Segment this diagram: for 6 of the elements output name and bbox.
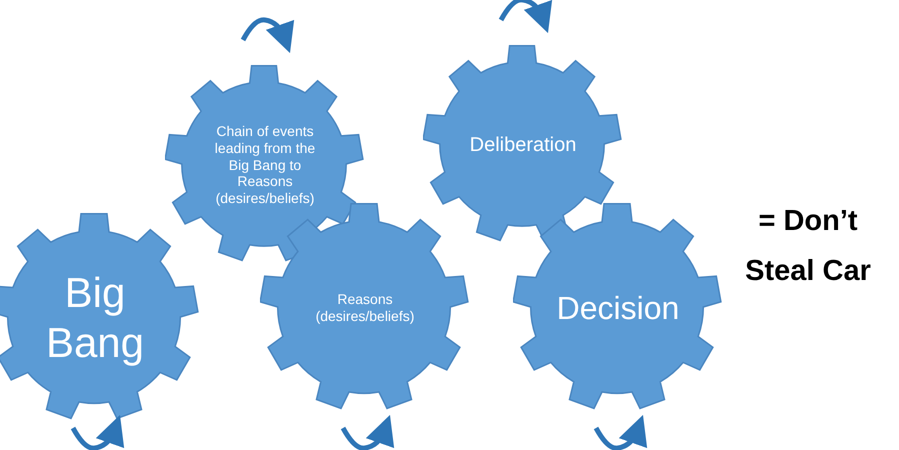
gear-label: Reasons (desires/beliefs) <box>314 291 416 325</box>
gear-label: Chain of events leading from the Big Bang to Reasons (desires/beliefs) <box>214 123 316 207</box>
gear-label: Deliberation <box>470 133 576 157</box>
result-text: = Don’t Steal Car <box>744 204 872 289</box>
gear-label: Big Bang <box>44 268 146 368</box>
gear-label: Decision <box>556 288 680 328</box>
